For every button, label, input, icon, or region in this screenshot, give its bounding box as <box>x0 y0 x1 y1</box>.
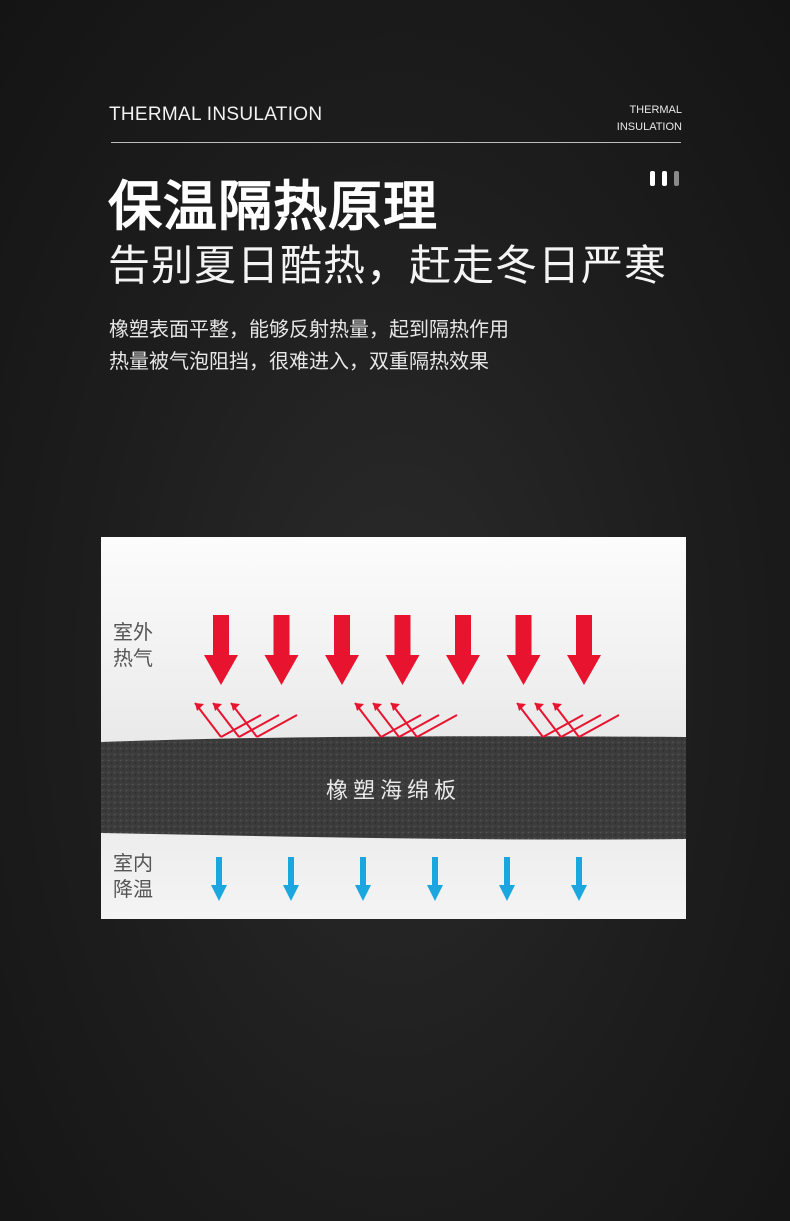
reflection-arrowhead-icon <box>553 703 562 711</box>
reflection-out-line <box>372 702 400 738</box>
reflection-arrowhead-icon <box>517 703 526 711</box>
reflection-arrowhead-icon <box>391 703 400 711</box>
reflection-in-line <box>578 714 620 738</box>
reflection-out-line <box>534 702 562 738</box>
cool-air-arrow-icon <box>355 857 371 901</box>
reflection-in-line <box>542 714 584 738</box>
hot-air-arrow-icon <box>446 615 480 685</box>
reflection-arrowhead-icon <box>373 703 382 711</box>
header-divider <box>111 142 681 143</box>
diagram-graphics <box>101 615 686 901</box>
reflection-arrowhead-icon <box>355 703 364 711</box>
header-en-small-line1: THERMAL <box>629 104 682 116</box>
insulation-diagram: 室外 热气 橡塑海绵板 室内 降温 <box>101 537 686 919</box>
hot-air-arrow-icon <box>506 615 541 685</box>
foam-board-label: 橡塑海绵板 <box>325 779 461 804</box>
header-en-title: THERMAL INSULATION <box>109 104 323 125</box>
reflection-out-line <box>354 702 382 738</box>
indoor-cooling-label: 室内 降温 <box>113 850 163 902</box>
cool-air-arrows <box>211 857 587 901</box>
cool-air-arrow-icon <box>283 857 299 901</box>
hot-air-arrow-icon <box>385 615 420 685</box>
page-dot-3 <box>674 171 679 186</box>
hot-air-arrow-icon <box>264 615 299 685</box>
indoor-label-line1: 室内 <box>113 851 153 875</box>
reflection-arrowhead-icon <box>231 703 240 711</box>
cool-air-arrow-icon <box>427 857 443 901</box>
cool-air-arrow-icon <box>499 857 515 901</box>
hot-air-arrow-icon <box>567 615 601 685</box>
reflection-out-line <box>230 702 258 738</box>
reflection-out-line <box>194 702 222 738</box>
page-dot-1 <box>650 171 655 186</box>
reflection-arrowhead-icon <box>195 703 204 711</box>
page-dot-2 <box>662 171 667 186</box>
foam-board <box>101 736 686 840</box>
indoor-label-line2: 降温 <box>113 877 153 901</box>
reflection-arrowhead-icon <box>213 703 222 711</box>
header-en-small: THERMAL INSULATION <box>617 102 682 136</box>
reflection-arrows <box>194 702 620 738</box>
outdoor-label-line2: 热气 <box>113 646 153 670</box>
cool-air-arrow-icon <box>571 857 587 901</box>
reflection-in-line <box>398 714 440 738</box>
header-en-small-line2: INSULATION <box>616 121 682 133</box>
reflection-out-line <box>552 702 580 738</box>
reflection-in-line <box>220 714 262 738</box>
cool-air-arrow-icon <box>211 857 227 901</box>
reflection-out-line <box>390 702 418 738</box>
reflection-out-line <box>516 702 544 738</box>
outdoor-label-line1: 室外 <box>113 620 153 644</box>
reflection-in-line <box>256 714 298 738</box>
reflection-out-line <box>212 702 240 738</box>
description-line-2: 热量被气泡阻挡，很难进入，双重隔热效果 <box>109 349 489 373</box>
reflection-in-line <box>238 714 280 738</box>
reflection-in-line <box>416 714 458 738</box>
description-line-1: 橡塑表面平整，能够反射热量，起到隔热作用 <box>109 317 509 341</box>
reflection-arrowhead-icon <box>535 703 544 711</box>
main-title: 保温隔热原理 <box>108 175 438 238</box>
reflection-in-line <box>560 714 602 738</box>
hot-air-arrows <box>204 615 601 685</box>
hot-air-arrow-icon <box>204 615 238 685</box>
hot-air-arrow-icon <box>325 615 359 685</box>
outdoor-heat-label: 室外 热气 <box>113 619 163 671</box>
page-indicator <box>650 171 679 186</box>
subtitle: 告别夏日酷热，赶走冬日严寒 <box>108 241 668 290</box>
reflection-in-line <box>380 714 422 738</box>
